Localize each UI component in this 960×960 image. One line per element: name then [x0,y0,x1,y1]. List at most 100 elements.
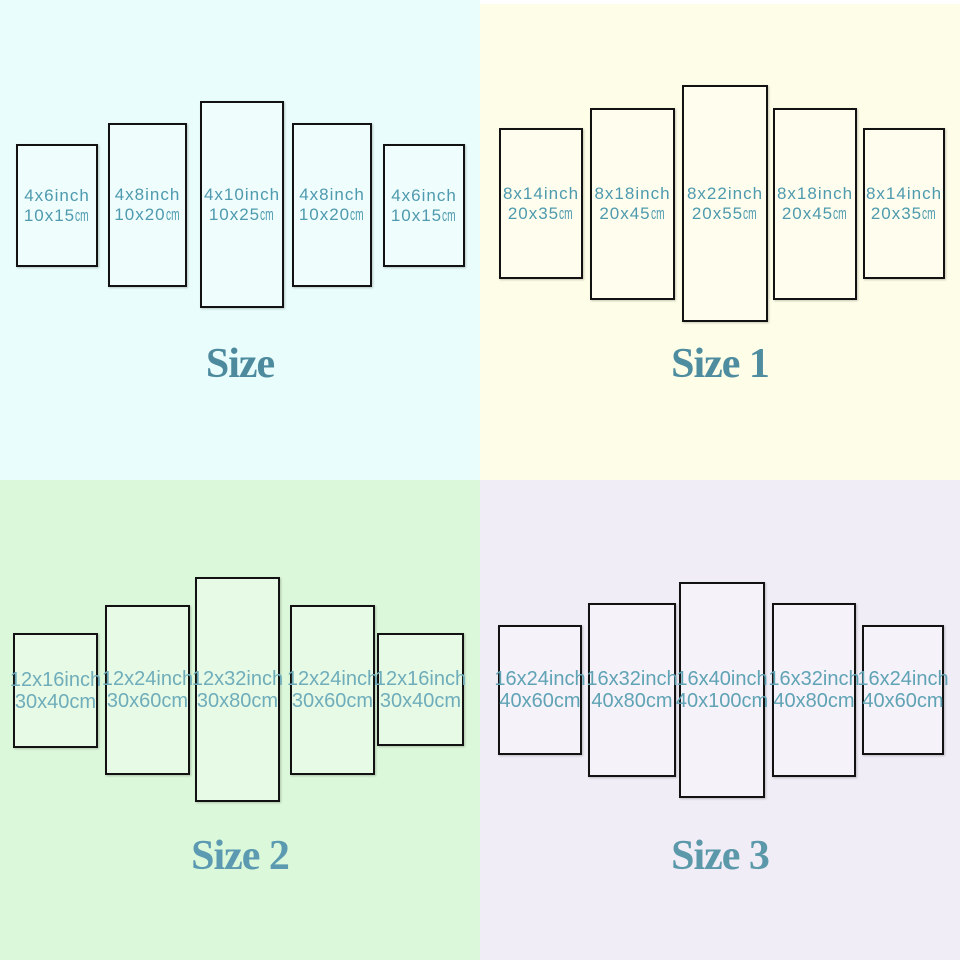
panel-size-cm-unit: cm [916,690,944,712]
panel-size-cm: 40x100cm [676,690,768,712]
panel-size-cm-unit: cm [922,203,936,223]
panel-size-inch: 16x24inch [857,668,949,690]
panel-size-cm-value: 30x60 [291,690,347,712]
panel-size-cm: 30x80cm [197,690,278,712]
panel-size-cm-value: 30x40 [379,689,435,712]
panel-size-inch: 16x32inch [768,668,860,690]
quadrant-title-size-3: Size 3 [671,833,770,879]
panel-size-cm: 30x40cm [15,691,96,713]
panel-size-cm: 40x60cm [499,690,580,712]
panel-size-cm-unit: cm [434,689,462,712]
panel-size-inch: 4x6inch [391,185,457,205]
panel-size-cm: 10x15cm [391,206,457,226]
panel-size-cm-unit: cm [741,690,769,712]
panel-size-cm: 10x20cm [299,205,365,225]
panel-size-inch: 4x6inch [24,185,90,205]
panel-size-cm-unit: cm [645,690,673,712]
panel-size-cm-value: 40x60 [499,690,554,712]
panel-size-cm-value: 20x35 [870,203,923,223]
panel-size-cm: 20x45cm [782,204,848,224]
panel-size-cm-value: 40x100 [675,690,742,712]
panel-size-cm-unit: cm [165,205,180,224]
panel-size-cm-value: 10x25 [208,204,261,224]
panel-size-cm-unit: cm [251,689,279,712]
panel-size-inch: 8x18inch [594,184,671,203]
panel-size-cm: 20x55cm [692,204,758,224]
panel-size-cm-value: 10x20 [114,205,166,224]
panel-size-inch: 8x14inch [502,183,580,203]
panel-size-cm-unit: cm [69,690,97,713]
panel-size-inch: 12x24inch [286,668,379,690]
quadrant-title-size: Size [205,341,275,387]
panel-size-cm-value: 20x45 [781,204,834,223]
panel-size-inch: 16x40inch [676,668,768,690]
panel-size-inch: 4x10inch [203,184,281,204]
panel-size-cm: 10x25cm [209,205,275,225]
panel-size-cm-value: 20x55 [691,203,744,223]
panel-size-inch: 12x32inch [191,667,284,690]
panel-size-inch: 12x24inch [101,668,194,690]
panel-size-cm: 40x80cm [773,690,854,712]
panel-size-cm-unit: cm [161,690,189,712]
panel-size-cm-unit: cm [743,203,757,223]
panel-size-cm: 20x45cm [599,204,665,224]
panel-size-cm-value: 10x15 [390,205,443,225]
panel-size-cm: 30x60cm [107,690,188,712]
panel-size-cm-unit: cm [553,690,581,712]
panel-size-inch: 16x32inch [586,668,678,690]
panel-size-cm-unit: cm [559,203,573,223]
panel-size-cm-value: 30x40 [14,690,70,713]
panel-size-inch: 8x14inch [865,183,943,203]
panel-size-cm-unit: cm [833,204,847,223]
panel-size-cm: 30x60cm [292,690,373,712]
panel-size-cm: 10x15cm [24,206,90,226]
panel-size-inch: 16x24inch [494,668,586,690]
panel-size-inch: 4x8inch [299,185,365,204]
panel-size-cm-unit: cm [650,204,665,223]
panel-size-cm-value: 30x60 [106,690,162,712]
panel-size-cm-unit: cm [260,204,274,224]
panel-size-cm: 10x20cm [114,205,180,225]
panel-size-cm-value: 40x80 [773,690,828,712]
panel-size-cm: 40x60cm [862,690,943,712]
panel-size-inch: 12x16inch [374,667,467,690]
panel-size-cm: 30x40cm [380,690,461,712]
panel-size-cm-value: 20x45 [599,204,651,223]
quadrant-title-size-1: Size 1 [671,341,770,387]
panel-size-inch: 12x16inch [9,668,102,691]
panel-size-cm-value: 10x15 [23,205,76,225]
panel-size-cm: 20x35cm [508,204,574,224]
panel-size-cm-value: 40x60 [862,690,917,712]
panel-size-cm: 40x80cm [591,690,672,712]
panel-size-cm-unit: cm [350,205,364,224]
panel-size-cm-value: 40x80 [591,690,646,712]
panel-size-cm: 20x35cm [871,204,937,224]
panel-size-cm-unit: cm [346,690,374,712]
panel-size-inch: 4x8inch [114,185,181,204]
quadrant-title-size-2: Size 2 [191,833,290,879]
panel-size-cm-value: 30x80 [196,689,252,712]
panel-size-cm-unit: cm [442,205,456,225]
